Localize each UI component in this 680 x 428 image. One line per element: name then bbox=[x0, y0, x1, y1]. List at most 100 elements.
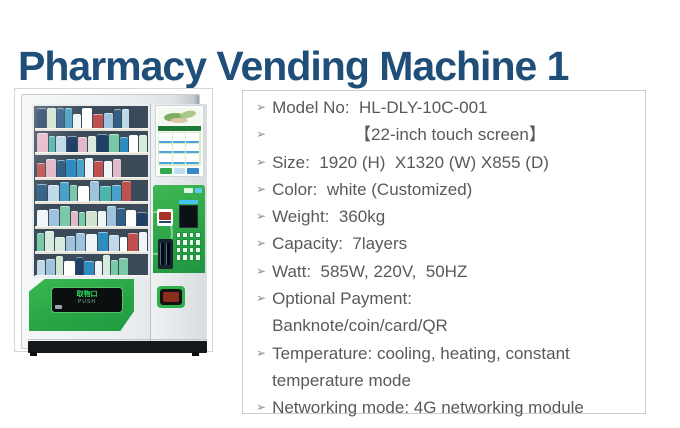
screen-product-card bbox=[159, 154, 172, 164]
shelf-row bbox=[35, 131, 148, 156]
product-package bbox=[46, 158, 56, 177]
shelf-products bbox=[36, 230, 148, 251]
shelf-products bbox=[36, 131, 148, 153]
product-package bbox=[137, 211, 147, 226]
product-package bbox=[78, 211, 86, 226]
machine-foot bbox=[192, 352, 199, 356]
keypad-key bbox=[176, 232, 182, 239]
keypad-key bbox=[195, 239, 201, 246]
product-package bbox=[76, 257, 83, 276]
product-package bbox=[85, 157, 93, 177]
spec-item-text: 【22-inch touch screen】 bbox=[354, 125, 546, 145]
page-title: Pharmacy Vending Machine 1 bbox=[18, 43, 569, 90]
product-package bbox=[114, 108, 121, 128]
spec-item: ➢Capacity: 7layers bbox=[256, 230, 637, 257]
vegetable-graphic bbox=[164, 113, 186, 122]
screen-product-card bbox=[186, 143, 199, 153]
product-package bbox=[86, 233, 97, 251]
spec-item-text: Watt: 585W, 220V, 50HZ bbox=[272, 261, 468, 281]
shelf-row bbox=[35, 254, 148, 276]
product-package bbox=[65, 107, 72, 128]
product-package bbox=[122, 181, 131, 202]
product-package bbox=[97, 210, 106, 226]
bullet-arrow-icon: ➢ bbox=[256, 181, 267, 196]
keypad-key bbox=[182, 232, 188, 239]
product-package bbox=[104, 160, 112, 177]
product-package bbox=[60, 182, 69, 202]
product-package bbox=[47, 107, 56, 128]
spec-item: ➢Networking mode: 4G networking module bbox=[256, 394, 637, 421]
shelf-products bbox=[36, 180, 148, 202]
selection-keypad bbox=[176, 232, 204, 270]
screen-product-card bbox=[172, 133, 186, 143]
coin-return-box bbox=[157, 286, 185, 308]
shelf-bar bbox=[35, 275, 148, 276]
bullet-arrow-icon: ➢ bbox=[256, 209, 267, 224]
product-package bbox=[108, 234, 120, 251]
product-package bbox=[86, 210, 97, 226]
small-display-header bbox=[179, 200, 198, 204]
payment-panel bbox=[153, 185, 205, 273]
keypad-key bbox=[195, 246, 201, 254]
product-package bbox=[103, 255, 110, 276]
screen-button bbox=[173, 168, 186, 174]
shelf-bar bbox=[35, 250, 148, 254]
product-package bbox=[119, 137, 129, 153]
product-package bbox=[37, 209, 48, 226]
sticker-graphic bbox=[159, 221, 171, 223]
shelf-bar bbox=[35, 127, 148, 131]
product-package bbox=[117, 207, 125, 226]
product-package bbox=[73, 113, 81, 128]
product-package bbox=[82, 107, 92, 128]
product-package bbox=[122, 108, 129, 128]
product-package bbox=[128, 232, 138, 251]
panel-chip bbox=[195, 188, 202, 193]
product-package bbox=[93, 113, 103, 128]
keypad-key bbox=[182, 246, 188, 254]
product-package bbox=[138, 231, 148, 251]
product-package bbox=[76, 232, 86, 251]
product-package bbox=[84, 261, 94, 276]
shelf-row bbox=[35, 180, 148, 205]
product-package bbox=[37, 162, 45, 177]
spec-item: ➢Weight: 360kg bbox=[256, 203, 637, 230]
shelf-bar bbox=[35, 152, 148, 156]
product-package bbox=[125, 209, 137, 226]
keypad-key bbox=[188, 246, 195, 254]
keypad-key bbox=[182, 254, 188, 261]
spec-item: ➢Model No: HL-DLY-10C-001 bbox=[256, 94, 637, 121]
screen-product-card bbox=[159, 143, 172, 153]
shelf-row bbox=[35, 229, 148, 254]
product-package bbox=[90, 181, 99, 202]
spec-box: ➢Model No: HL-DLY-10C-001➢【22-inch touch… bbox=[242, 90, 646, 417]
pickup-window: 取物口 PUSH bbox=[51, 287, 123, 313]
pickup-sub-label: PUSH bbox=[78, 299, 96, 305]
product-package bbox=[106, 205, 117, 226]
product-package bbox=[97, 231, 108, 251]
pickup-label: 取物口 bbox=[76, 291, 98, 298]
keypad-key bbox=[195, 232, 201, 239]
screen-buttons bbox=[158, 167, 201, 175]
shelf-row bbox=[35, 155, 148, 180]
screen-product-card bbox=[159, 133, 172, 143]
product-package bbox=[87, 136, 97, 153]
bullet-arrow-icon: ➢ bbox=[256, 400, 267, 415]
product-package bbox=[37, 107, 46, 128]
keypad-key bbox=[176, 246, 182, 254]
shelf-products bbox=[36, 107, 148, 128]
machine-foot bbox=[30, 352, 37, 356]
product-package bbox=[70, 210, 78, 226]
bullet-arrow-icon: ➢ bbox=[256, 345, 267, 360]
product-package bbox=[104, 112, 113, 128]
bill-acceptor bbox=[158, 239, 173, 269]
bullet-arrow-icon: ➢ bbox=[256, 236, 267, 251]
product-package bbox=[56, 256, 63, 276]
spec-item: ➢ Watt: 585W, 220V, 50HZ bbox=[256, 258, 637, 285]
screen-header-bar bbox=[158, 126, 201, 131]
bullet-arrow-icon: ➢ bbox=[256, 263, 267, 278]
spec-item: ➢【22-inch touch screen】 bbox=[256, 121, 637, 148]
spec-item: ➢Optional Payment: Banknote/coin/card/QR bbox=[256, 285, 637, 340]
panel-sticker bbox=[157, 209, 173, 226]
shelf-bar bbox=[35, 225, 148, 229]
product-package bbox=[56, 136, 67, 153]
